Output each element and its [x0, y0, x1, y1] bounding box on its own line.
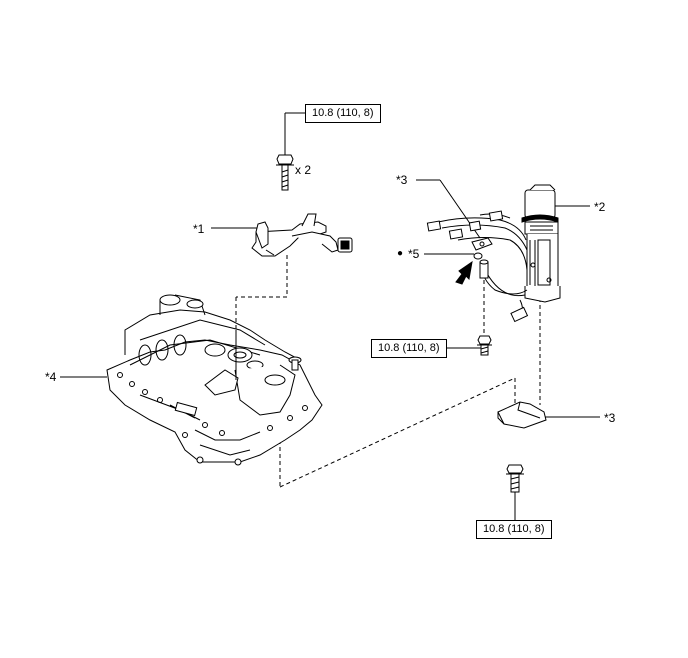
torque-spec-top: 10.8 (110, 8) — [305, 104, 381, 123]
solenoid-wire-connector — [521, 184, 561, 303]
wire-harness — [426, 210, 529, 323]
callout-3-top: *3 — [396, 173, 408, 187]
leader-lines — [60, 112, 600, 520]
torque-spec-bottom: 10.8 (110, 8) — [476, 520, 552, 539]
bolt-icon-middle — [477, 335, 492, 356]
callout-3-bottom: *3 — [604, 411, 616, 425]
bolt-icon-bottom — [506, 464, 524, 493]
arrow-icon — [455, 260, 473, 285]
callout-2: *2 — [594, 200, 606, 214]
callout-1: *1 — [193, 222, 205, 236]
bolt-icon — [276, 154, 294, 191]
valve-body — [106, 294, 323, 466]
quantity-label: x 2 — [295, 163, 312, 177]
callout-5: *5 — [408, 247, 420, 261]
torque-spec-middle: 10.8 (110, 8) — [371, 339, 447, 358]
alignment-lines — [235, 255, 541, 488]
callout-4: *4 — [45, 370, 57, 384]
o-ring — [473, 252, 483, 260]
lever-assembly — [251, 213, 353, 257]
bracket — [497, 401, 547, 429]
bullet-icon: ● — [397, 248, 404, 259]
